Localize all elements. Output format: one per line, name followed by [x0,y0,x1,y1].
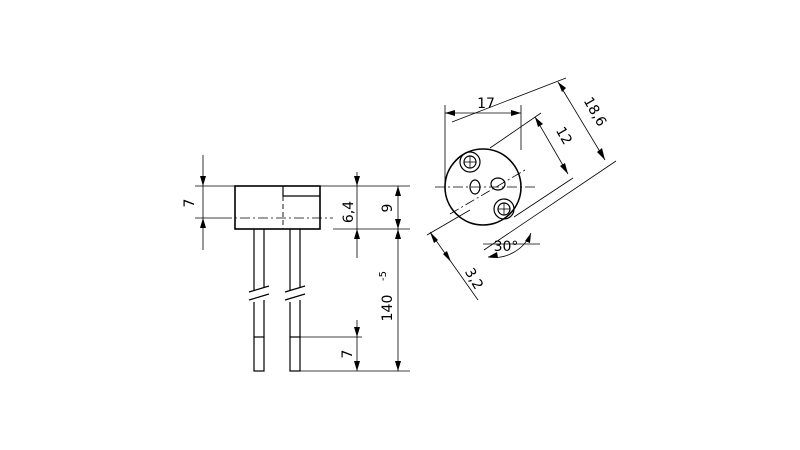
dim-label-7a: 7 [182,199,198,208]
dim-body-height: 7 [182,155,235,250]
contact-upper [459,151,481,173]
dim-label-140: 140 [380,295,396,322]
front-centerline-diag [449,169,526,215]
dim-label-tolerance: -5 [378,271,389,281]
pin-left [248,229,270,372]
dim-pin-length: 140 -5 [300,229,410,372]
dim-label-6-4: 6,4 [341,201,357,223]
dim-label-12: 12 [552,124,575,147]
lamp-holder-body [234,185,321,230]
dim-label-3-2: 3,2 [461,265,486,292]
dim-label-30-deg: 30° [494,239,519,255]
dim-inner: 12 [489,112,575,218]
center-slot-right [490,177,506,191]
dim-pin-tip: 7 [300,320,362,371]
dim-overall-height: 9 [380,186,401,229]
pin-right [284,229,306,372]
side-view: 7 6,4 9 140 -5 [182,155,410,372]
contact-lower [493,198,515,220]
body-step [282,186,320,197]
dim-offset: 3,2 [426,209,486,301]
dim-width: 17 [444,96,522,187]
dim-label-17: 17 [477,96,495,112]
dim-label-9: 9 [380,204,396,213]
dim-label-18-6: 18,6 [580,95,609,130]
dim-label-7b: 7 [340,350,356,359]
dim-pin-offset: 6,4 [320,172,410,258]
dim-angle: 30° [483,232,540,258]
center-slot-left [469,179,481,195]
front-view: 17 18,6 12 3,2 [426,77,617,301]
